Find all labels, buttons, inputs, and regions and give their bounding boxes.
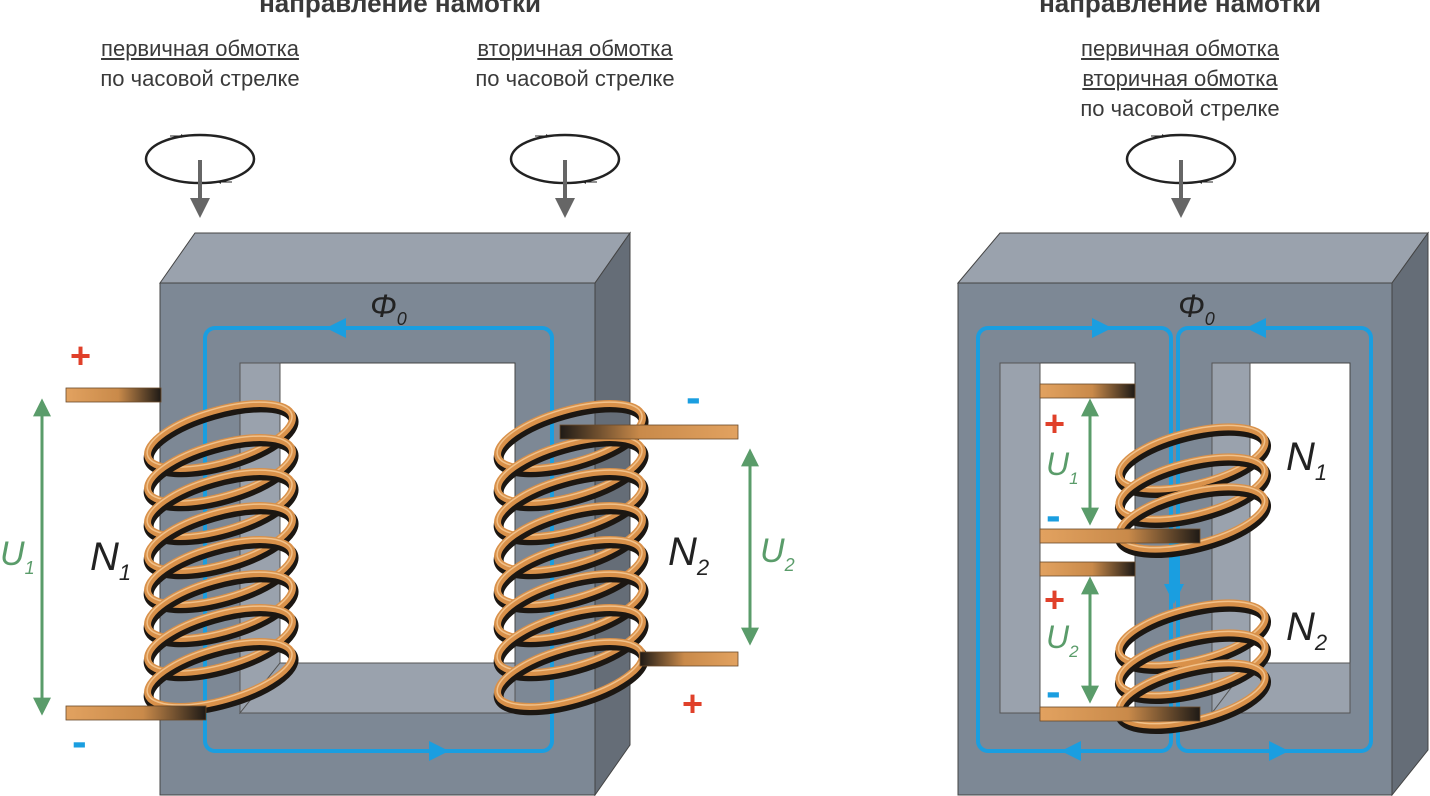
- left-n2-label: N2: [668, 530, 709, 580]
- coil-turn: [493, 536, 649, 614]
- left-u2-label: U2: [760, 532, 795, 575]
- coil-turn: [143, 502, 299, 580]
- right-primary-plus: +: [1044, 403, 1065, 444]
- left-primary-caption: первичная обмотка по часовой стрелке: [60, 34, 340, 94]
- left-primary-coil: [65, 387, 299, 721]
- left-secondary-coil: [493, 400, 739, 716]
- left-transformer: Φ0 N1 N2 U1 U2 + - - +: [0, 133, 795, 796]
- left-primary-title: первичная обмотка: [101, 36, 299, 61]
- right-secondary-minus: -: [1046, 667, 1061, 716]
- right-secondary-coil: [1039, 561, 1272, 734]
- right-secondary-title: вторичная обмотка: [1082, 66, 1278, 91]
- left-primary-lead-bottom: [65, 705, 207, 721]
- coil-turn: [493, 468, 649, 546]
- left-rotation-indicator-primary: [144, 133, 256, 218]
- coil-turn: [143, 400, 299, 478]
- left-n1-label: N1: [90, 535, 131, 585]
- coil-turn: [493, 604, 649, 682]
- left-secondary-minus: -: [686, 373, 701, 422]
- coil-turn: [143, 536, 299, 614]
- coil-turn: [493, 570, 649, 648]
- right-heading: направление намотки: [1039, 0, 1321, 18]
- right-primary-lead-bottom: [1039, 528, 1201, 544]
- left-primary-minus: -: [72, 717, 87, 766]
- right-primary-minus: -: [1046, 491, 1061, 540]
- left-secondary-direction: по часовой стрелке: [475, 66, 675, 91]
- coil-turn: [1114, 453, 1272, 528]
- coil-turn: [143, 604, 299, 682]
- left-u1-label: U1: [0, 535, 35, 578]
- coil-turn: [493, 400, 649, 478]
- right-primary-lead-top: [1039, 383, 1136, 399]
- right-direction: по часовой стрелке: [1080, 96, 1280, 121]
- right-primary-title: первичная обмотка: [1081, 36, 1279, 61]
- right-flux-label: Φ0: [1178, 288, 1215, 329]
- left-primary-direction: по часовой стрелке: [100, 66, 300, 91]
- left-secondary-caption: вторичная обмотка по часовой стрелке: [435, 34, 715, 94]
- left-primary-plus: +: [70, 335, 91, 376]
- coil-turn: [493, 434, 649, 512]
- coil-turn: [493, 502, 649, 580]
- left-rotation-indicator-secondary: [509, 133, 621, 218]
- left-secondary-title: вторичная обмотка: [477, 36, 673, 61]
- coil-turn: [143, 570, 299, 648]
- left-heading: направление намотки: [259, 0, 541, 18]
- right-primary-coil: [1039, 383, 1272, 558]
- right-secondary-lead-bottom: [1039, 706, 1201, 722]
- left-primary-turns: [143, 400, 299, 716]
- right-caption: первичная обмотка вторичная обмотка по ч…: [1030, 34, 1330, 124]
- coil-turn: [143, 434, 299, 512]
- left-secondary-lead-top: [559, 424, 739, 440]
- right-n2-label: N2: [1286, 605, 1327, 655]
- right-n1-label: N1: [1286, 435, 1327, 485]
- coil-turn: [143, 468, 299, 546]
- right-secondary-lead-top: [1039, 561, 1136, 577]
- right-rotation-indicator: [1125, 133, 1237, 218]
- left-primary-lead-top: [65, 387, 162, 403]
- right-u1-label: U1: [1046, 446, 1079, 488]
- right-secondary-plus: +: [1044, 579, 1065, 620]
- coil-turn: [1114, 629, 1272, 704]
- right-transformer: Φ0 N1 N2 U1 U2 + - + -: [956, 133, 1429, 796]
- left-secondary-lead-bottom: [639, 651, 739, 667]
- left-secondary-plus: +: [682, 683, 703, 724]
- coil-turn: [143, 638, 299, 716]
- left-flux-label: Φ0: [370, 288, 407, 329]
- right-u2-label: U2: [1046, 619, 1079, 661]
